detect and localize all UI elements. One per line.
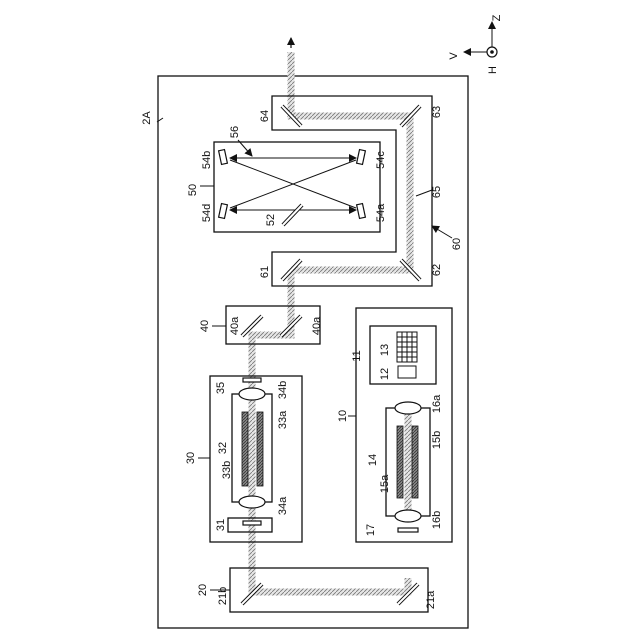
label-2a: 2A — [141, 111, 153, 125]
electrode-15a — [397, 426, 403, 498]
label-11: 11 — [351, 350, 363, 361]
mirror-54b — [219, 150, 228, 165]
axis-z-label: Z — [491, 14, 503, 21]
label-30: 30 — [185, 452, 197, 464]
label-63: 63 — [431, 106, 443, 118]
label-33b: 33b — [221, 461, 233, 479]
mirror-54d — [219, 204, 228, 219]
label-31: 31 — [215, 519, 227, 531]
label-54c: 54c — [375, 151, 387, 169]
coordinate-axes: Z V H — [448, 14, 503, 74]
label-52: 52 — [265, 214, 277, 226]
label-10: 10 — [337, 410, 349, 422]
label-54a: 54a — [375, 203, 387, 222]
label-16b: 16b — [431, 511, 443, 529]
axis-v-label: V — [448, 52, 460, 60]
label-21b: 21b — [217, 587, 229, 605]
label-14: 14 — [367, 454, 379, 466]
label-50: 50 — [187, 184, 199, 196]
window-34a — [239, 496, 265, 508]
mirror-31 — [243, 521, 261, 525]
mirror-54a — [357, 204, 366, 219]
electrode-15b — [412, 426, 418, 498]
label-21a: 21a — [425, 590, 437, 609]
label-56: 56 — [229, 126, 241, 138]
mirror-17 — [398, 528, 418, 532]
label-15a: 15a — [379, 474, 391, 493]
label-17: 17 — [365, 524, 377, 536]
label-62: 62 — [431, 264, 443, 276]
electrode-33a — [257, 412, 263, 486]
label-61: 61 — [259, 266, 271, 278]
label-12: 12 — [379, 368, 391, 380]
mirror-35 — [243, 378, 261, 382]
label-54b: 54b — [201, 151, 213, 169]
module-10: 10 11 12 13 14 15a 15b 16a 16b 17 — [337, 308, 452, 542]
label-60: 60 — [451, 238, 463, 250]
label-64: 64 — [259, 110, 271, 122]
label-16a: 16a — [431, 394, 443, 413]
window-16a — [395, 402, 421, 414]
window-16b — [395, 510, 421, 522]
electrode-33b — [242, 412, 248, 486]
label-15b: 15b — [431, 431, 443, 449]
label-34a: 34a — [277, 496, 289, 515]
label-40: 40 — [199, 320, 211, 332]
label-65: 65 — [431, 186, 443, 198]
label-33a: 33a — [277, 410, 289, 429]
label-13: 13 — [379, 344, 391, 356]
label-20: 20 — [197, 584, 209, 596]
element-13 — [397, 332, 417, 362]
label-40a-right: 40a — [311, 316, 323, 335]
axis-h-label: H — [487, 66, 499, 74]
module-60: 61 62 63 64 65 60 — [259, 96, 463, 286]
label-35: 35 — [215, 382, 227, 394]
module-50: 50 54b 54c 54d 54a 52 56 — [187, 126, 387, 232]
label-54d: 54d — [201, 204, 213, 222]
label-34b: 34b — [277, 381, 289, 399]
mirror-54c — [357, 150, 366, 165]
window-34b — [239, 388, 265, 400]
label-32: 32 — [217, 442, 229, 454]
module-30: 30 31 32 33a 33b 34a 34b 35 — [185, 376, 302, 542]
label-40a-left: 40a — [229, 316, 241, 335]
element-12 — [398, 366, 416, 378]
